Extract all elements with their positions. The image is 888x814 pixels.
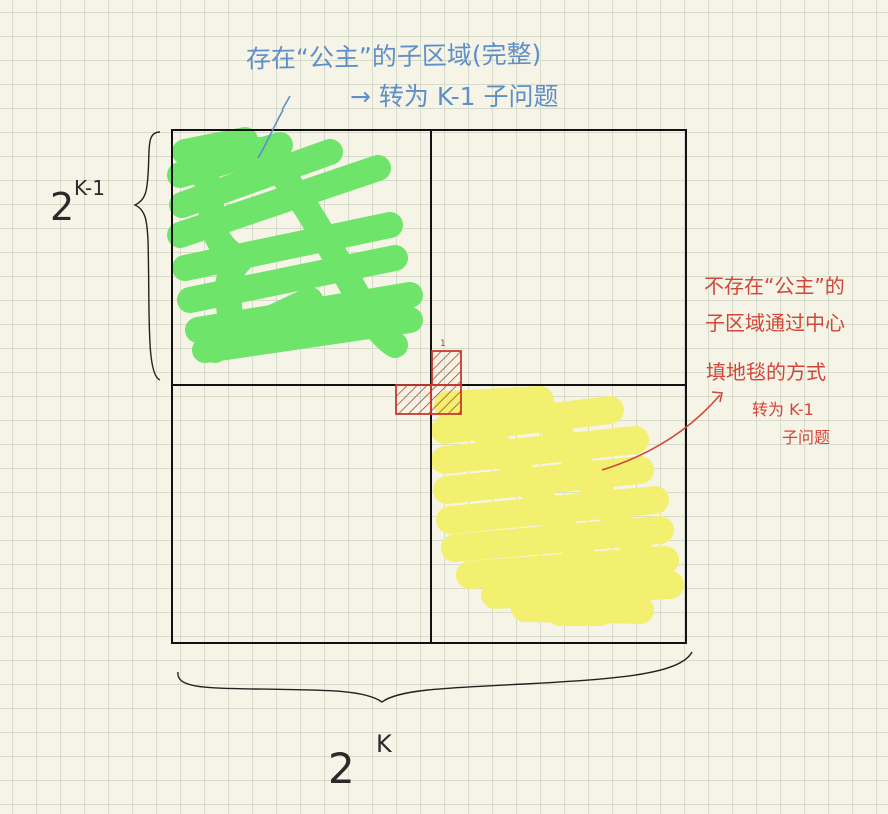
board-outline xyxy=(171,129,687,644)
blue-annotation-line-2: → 转为 K-1 子问题 xyxy=(350,82,559,111)
red-annotation-line-5: 子问题 xyxy=(782,428,831,447)
green-filled-subregion xyxy=(167,127,423,363)
yellow-filled-subregion xyxy=(431,386,684,626)
blue-annotation-line-1: 存在“公主”的子区域(完整) xyxy=(245,39,542,74)
red-annotation-line-3: 填地毯的方式 xyxy=(706,360,826,384)
carpet-tile-bottom-left xyxy=(395,384,432,415)
red-annotation-line-4: 转为 K-1 xyxy=(752,400,814,419)
red-annotation-line-2: 子区域通过中心 xyxy=(705,311,845,335)
red-pointer-arrow xyxy=(601,391,723,471)
blue-pointer-arrow xyxy=(257,95,291,159)
board-size-exponent: K xyxy=(376,730,392,758)
left-brace xyxy=(133,131,161,381)
carpet-tile-bottom-right xyxy=(430,384,462,415)
red-annotation-line-1: 不存在“公主”的 xyxy=(704,274,845,298)
bottom-brace xyxy=(177,651,693,703)
center-l-carpet xyxy=(395,350,462,415)
board-size-base: 2 xyxy=(328,744,355,793)
carpet-tile-top-right xyxy=(431,350,462,386)
carpet-tile-marker: 1 xyxy=(440,339,446,349)
subregion-size-exponent: K-1 xyxy=(74,176,105,200)
subregion-size-base: 2 xyxy=(50,185,75,229)
